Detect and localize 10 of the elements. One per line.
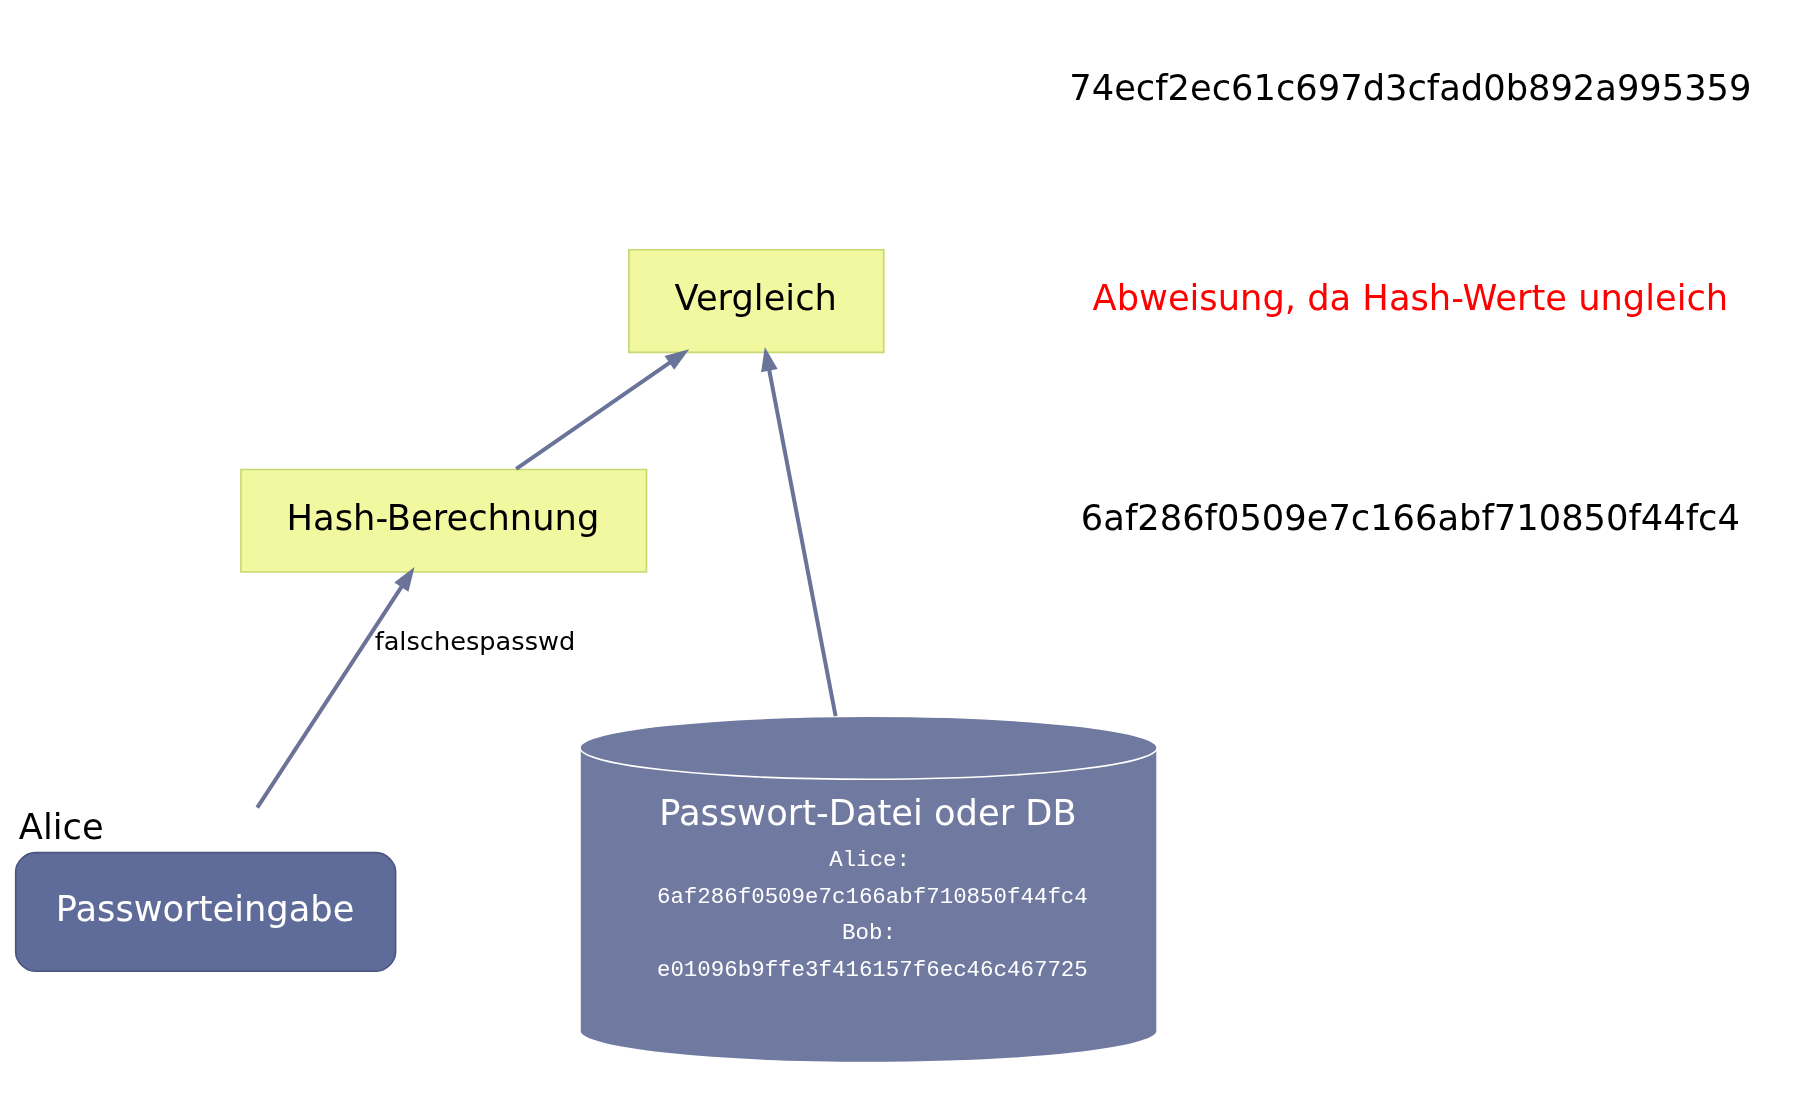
edge-label: falschespasswd: [374, 625, 576, 656]
label: 74ecf2ec61c697d3cfad0b892a995359: [1069, 66, 1752, 108]
label: Abweisung, da Hash-Werte ungleich: [1092, 276, 1729, 318]
node-box: Hash-Berechnung: [240, 468, 648, 573]
arrow: [255, 566, 415, 809]
arrow: [515, 348, 690, 471]
node-label: Alice: [18, 805, 104, 847]
node-box: Vergleich: [628, 248, 885, 353]
label: 6af286f0509e7c166abf710850f44fc4: [1080, 496, 1740, 538]
arrow: [761, 346, 838, 717]
